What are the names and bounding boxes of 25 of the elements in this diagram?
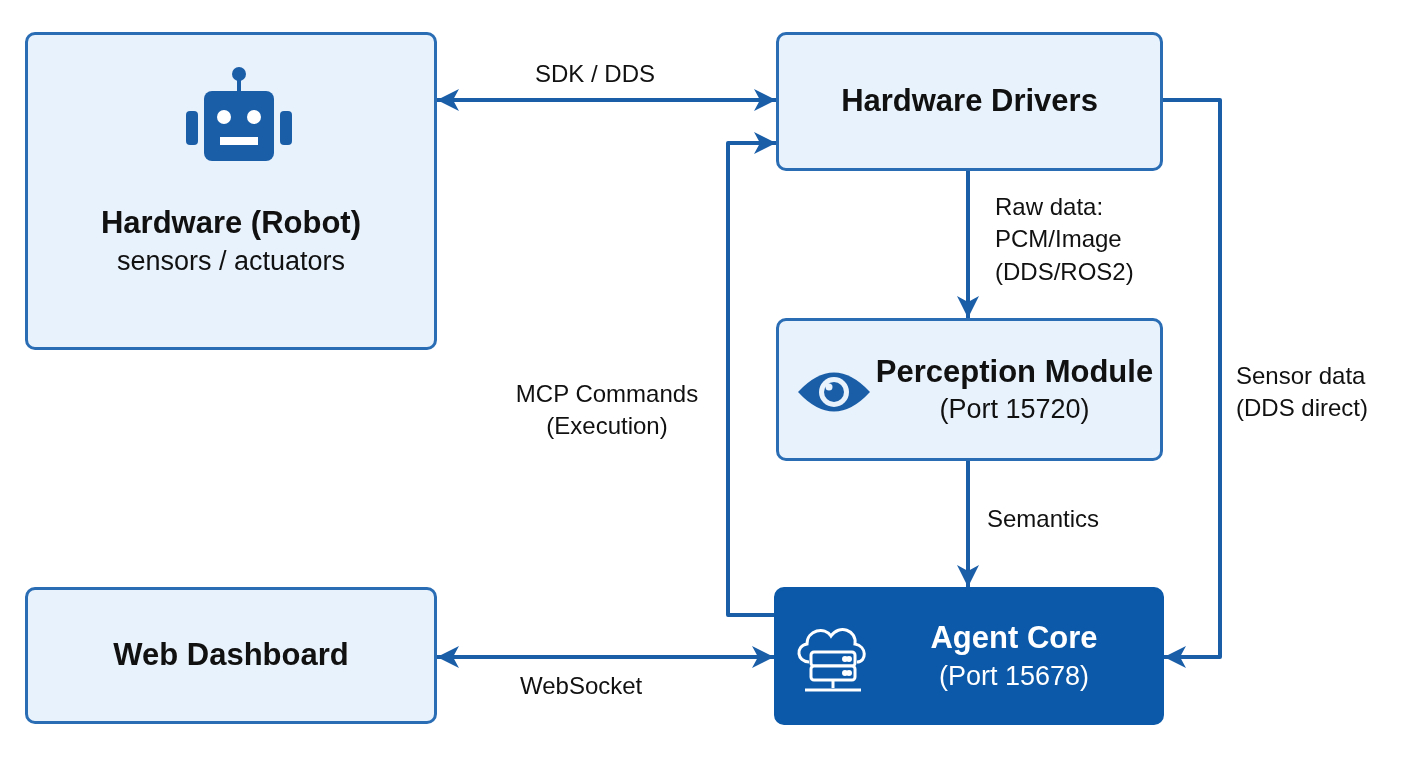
node-subtitle: sensors / actuators	[116, 244, 346, 278]
core-box	[774, 587, 1164, 725]
arrow	[957, 171, 979, 318]
component-box	[25, 587, 437, 724]
arrow	[437, 89, 776, 111]
node-title: Web Dashboard	[113, 636, 349, 675]
edge-label: Raw data: PCM/Image (DDS/ROS2)	[995, 192, 1135, 287]
node-title: Perception Module	[875, 352, 1154, 391]
node-title: Hardware (Robot)	[100, 204, 362, 243]
node-title: Agent Core	[930, 619, 1098, 658]
arrow	[437, 646, 774, 668]
edge-label: SDK / DDS	[535, 59, 656, 89]
arrow	[957, 461, 979, 587]
component-box	[776, 32, 1163, 171]
component-box	[776, 318, 1163, 461]
arrow	[1163, 98, 1222, 668]
edge-label: Sensor data (DDS direct)	[1236, 361, 1369, 424]
node-subtitle: (Port 15678)	[938, 659, 1090, 693]
node-subtitle: (Port 15720)	[939, 393, 1090, 427]
node-title: Hardware Drivers	[841, 82, 1098, 121]
component-box	[25, 32, 437, 350]
edge-label: MCP Commands (Execution)	[514, 379, 700, 442]
edge-label: Semantics	[987, 504, 1100, 534]
edge-label: WebSocket	[520, 671, 643, 701]
arrow	[726, 132, 776, 617]
